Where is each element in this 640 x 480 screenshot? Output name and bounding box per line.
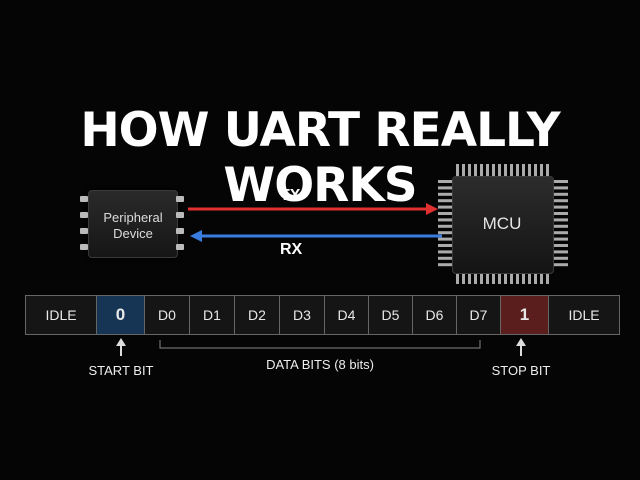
mcu-pin bbox=[438, 218, 452, 222]
frame-cell-data: D2 bbox=[235, 296, 280, 334]
mcu-pin bbox=[554, 231, 568, 235]
mcu-pin bbox=[438, 231, 452, 235]
mcu-pin bbox=[474, 272, 477, 284]
mcu-pin bbox=[510, 272, 513, 284]
mcu-pin bbox=[438, 212, 452, 215]
mcu-pin bbox=[510, 164, 513, 176]
frame-cell-idle: IDLE bbox=[26, 296, 97, 334]
mcu-pin bbox=[438, 192, 452, 196]
mcu-pin bbox=[486, 164, 489, 176]
start-bit-label: START BIT bbox=[88, 363, 154, 378]
mcu-pin bbox=[468, 164, 471, 176]
mcu-pin bbox=[438, 199, 452, 203]
mcu-pin bbox=[528, 164, 531, 176]
mcu-pin bbox=[438, 256, 452, 260]
mcu-pin bbox=[504, 272, 507, 284]
data-bits-label: DATA BITS (8 bits) bbox=[266, 357, 374, 372]
mcu-pin bbox=[498, 164, 501, 176]
frame-cell-data: D7 bbox=[457, 296, 501, 334]
frame-cell-start: 0 bbox=[97, 296, 145, 334]
mcu-pin bbox=[554, 224, 568, 228]
mcu-pin bbox=[474, 164, 477, 176]
mcu-pin bbox=[480, 272, 483, 284]
frame-cell-data: D5 bbox=[369, 296, 413, 334]
stop-bit-arrow-head bbox=[516, 338, 526, 346]
frame-cell-data: D1 bbox=[190, 296, 235, 334]
mcu-pin bbox=[438, 244, 452, 247]
mcu-pin bbox=[554, 250, 568, 254]
mcu-pin bbox=[498, 272, 501, 284]
tx-label: TX bbox=[280, 187, 301, 204]
mcu-pin bbox=[540, 272, 543, 284]
mcu-pin bbox=[554, 192, 568, 196]
mcu-pin bbox=[516, 164, 519, 176]
mcu-pin bbox=[486, 272, 489, 284]
mcu-pin bbox=[522, 164, 525, 176]
mcu-chip bbox=[452, 176, 554, 274]
mcu-pin bbox=[546, 272, 549, 284]
mcu-pin bbox=[516, 272, 519, 284]
mcu-pin bbox=[554, 263, 568, 267]
page-title: HOW UART REALLY WORKS bbox=[80, 103, 560, 213]
mcu-pin bbox=[438, 250, 452, 254]
peripheral-label: Peripheral Device bbox=[103, 210, 163, 241]
mcu-pin bbox=[438, 224, 452, 228]
mcu-pin bbox=[554, 186, 568, 190]
mcu-pin bbox=[492, 164, 495, 176]
start-bit-arrow-head bbox=[116, 338, 126, 346]
mcu-pin bbox=[438, 180, 452, 183]
mcu-pin bbox=[438, 186, 452, 190]
frame-cell-data: D6 bbox=[413, 296, 457, 334]
mcu-pin bbox=[468, 272, 471, 284]
mcu-pin bbox=[456, 272, 459, 284]
frame-cell-idle: IDLE bbox=[549, 296, 619, 334]
mcu-pin bbox=[438, 205, 452, 209]
frame-cell-data: D4 bbox=[325, 296, 369, 334]
mcu-pin bbox=[492, 272, 495, 284]
mcu-pin bbox=[554, 256, 568, 260]
stop-bit-label: STOP BIT bbox=[491, 363, 551, 378]
mcu-pin bbox=[554, 212, 568, 215]
mcu-pin bbox=[438, 263, 452, 267]
mcu-pin bbox=[554, 205, 568, 209]
mcu-pin bbox=[504, 164, 507, 176]
mcu-pin bbox=[480, 164, 483, 176]
mcu-pins bbox=[438, 164, 568, 284]
mcu-label: MCU bbox=[482, 214, 522, 233]
data-bits-bracket bbox=[159, 340, 481, 349]
rx-label: RX bbox=[280, 241, 303, 258]
mcu-pin bbox=[554, 199, 568, 203]
mcu-pin bbox=[554, 218, 568, 222]
frame-cell-data: D0 bbox=[145, 296, 190, 334]
mcu-pin bbox=[534, 272, 537, 284]
rx-arrow-head bbox=[190, 230, 202, 242]
mcu-pin bbox=[554, 237, 568, 241]
mcu-pin bbox=[438, 237, 452, 241]
mcu-pin bbox=[546, 164, 549, 176]
frame-cell-stop: 1 bbox=[501, 296, 549, 334]
mcu-pin bbox=[540, 164, 543, 176]
mcu-pin bbox=[462, 164, 465, 176]
mcu-pin bbox=[456, 164, 459, 176]
mcu-pin bbox=[554, 244, 568, 247]
frame-cell-data: D3 bbox=[280, 296, 325, 334]
mcu-pin bbox=[522, 272, 525, 284]
tx-arrow-head bbox=[426, 203, 438, 215]
mcu-pin bbox=[534, 164, 537, 176]
mcu-pin bbox=[528, 272, 531, 284]
mcu-pin bbox=[462, 272, 465, 284]
peripheral-chip: Peripheral Device bbox=[88, 190, 178, 258]
mcu-pin bbox=[554, 180, 568, 183]
